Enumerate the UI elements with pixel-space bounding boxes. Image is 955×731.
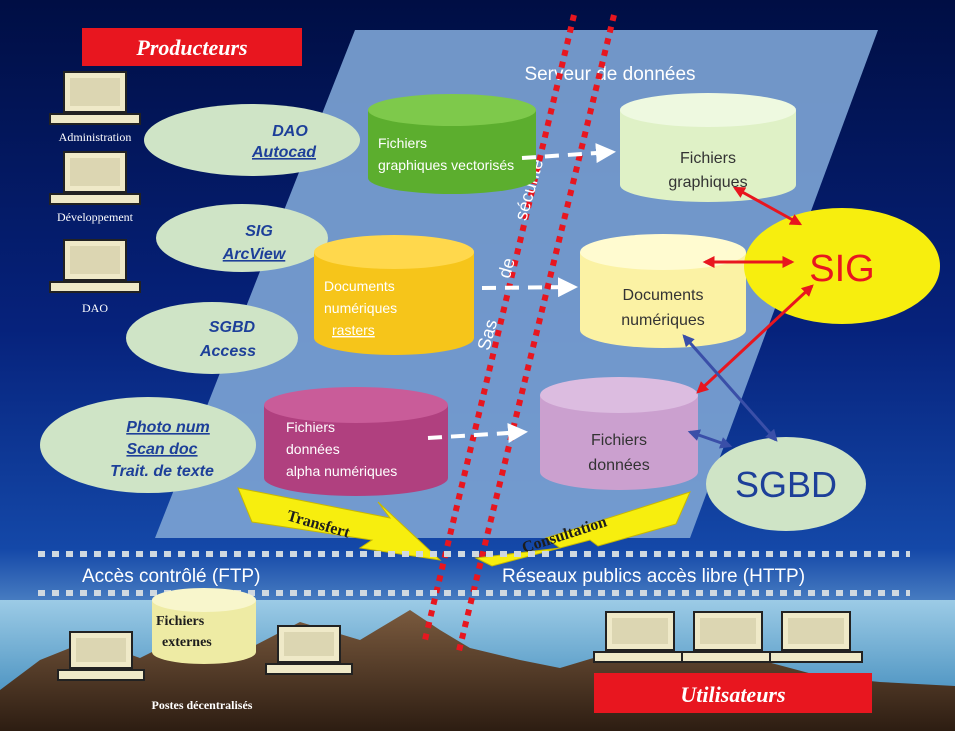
tool-sig-line1: SIG bbox=[245, 223, 273, 240]
users-title-box bbox=[594, 673, 872, 713]
tool-dao-line1: DAO bbox=[272, 123, 308, 140]
tool-photo-line3: Trait. de texte bbox=[110, 463, 214, 480]
server-file-graphics-line1: Fichiers bbox=[680, 150, 736, 167]
producer-label-developpement: Développement bbox=[57, 210, 134, 224]
arrow-graphics-sig bbox=[732, 186, 803, 226]
tool-sgbd-line1: SGBD bbox=[209, 319, 256, 336]
computer-user-2-icon bbox=[681, 611, 775, 663]
computer-dao-icon bbox=[49, 239, 141, 293]
tool-photo-line2: Scan doc bbox=[126, 441, 197, 458]
external-files-line1: Fichiers bbox=[156, 614, 205, 629]
source-file-raster-line2: numériques bbox=[324, 300, 397, 316]
access-public-label: Réseaux publics accès libre (HTTP) bbox=[502, 566, 805, 587]
users-title: Utilisateurs bbox=[680, 682, 785, 707]
tool-sig-line2: ArcView bbox=[222, 246, 287, 263]
access-controlled-label: Accès contrôlé (FTP) bbox=[82, 566, 260, 587]
transfer-arrow bbox=[237, 487, 442, 561]
server-label: Serveur de données bbox=[524, 64, 695, 85]
computer-user-3-icon bbox=[769, 611, 863, 663]
cylinder-graphiques-vectorises bbox=[368, 94, 536, 194]
source-file-alpha-line2: données bbox=[286, 441, 340, 457]
consultation-arrow bbox=[474, 491, 691, 567]
producers-title: Producteurs bbox=[135, 35, 247, 60]
source-file-vector-line2: graphiques vectorisés bbox=[378, 157, 514, 173]
cylinder-fichiers-externes bbox=[152, 588, 256, 664]
source-file-vector-line1: Fichiers bbox=[378, 135, 427, 151]
arrow-data-sgbd bbox=[687, 429, 733, 449]
tool-ellipse-sgbd bbox=[126, 302, 298, 374]
server-file-graphics-line2: graphiques bbox=[668, 174, 747, 191]
tool-ellipse-photo bbox=[40, 397, 256, 493]
tool-photo-line1: Photo num bbox=[126, 419, 210, 436]
server-file-documents-line2: numériques bbox=[621, 312, 705, 329]
sig-label: SIG bbox=[809, 248, 874, 290]
arrow-documents-sgbd bbox=[682, 334, 778, 442]
computer-user-1-icon bbox=[593, 611, 687, 663]
tool-ellipse-dao bbox=[144, 104, 360, 176]
source-file-raster-line1: Documents bbox=[324, 278, 395, 294]
cylinder-fichiers-donnees bbox=[540, 377, 698, 490]
producers-title-box bbox=[82, 28, 302, 66]
source-file-alpha-line3: alpha numériques bbox=[286, 463, 397, 479]
arrow-vector-to-graphics bbox=[521, 143, 616, 164]
cylinder-fichiers-graphiques bbox=[620, 93, 796, 202]
producer-label-dao: DAO bbox=[82, 301, 108, 315]
computer-decentralized-2-icon bbox=[265, 625, 353, 675]
source-file-alpha-line1: Fichiers bbox=[286, 419, 335, 435]
cylinder-donnees-alpha bbox=[264, 387, 448, 496]
computer-decentralized-1-icon bbox=[57, 631, 145, 681]
computer-developpement-icon bbox=[49, 151, 141, 205]
computer-administration-icon bbox=[49, 71, 141, 125]
sgbd-ellipse bbox=[706, 437, 866, 531]
cylinder-documents-rasters bbox=[314, 235, 474, 355]
arrow-raster-to-documents bbox=[481, 277, 578, 298]
decentralized-label: Postes décentralisés bbox=[152, 698, 253, 712]
producer-label-administration: Administration bbox=[59, 130, 132, 144]
sgbd-label: SGBD bbox=[735, 464, 837, 505]
server-file-documents-line1: Documents bbox=[623, 287, 704, 304]
security-line-right bbox=[455, 14, 617, 656]
source-file-raster-line3: rasters bbox=[332, 322, 375, 338]
external-files-line2: externes bbox=[162, 635, 212, 650]
arrow-alpha-to-data bbox=[427, 423, 528, 443]
tool-sgbd-line2: Access bbox=[199, 343, 256, 360]
tool-ellipse-sig bbox=[156, 204, 328, 272]
tool-dao-line2: Autocad bbox=[251, 144, 317, 161]
server-file-data-line1: Fichiers bbox=[591, 432, 647, 449]
server-file-data-line2: données bbox=[588, 457, 649, 474]
